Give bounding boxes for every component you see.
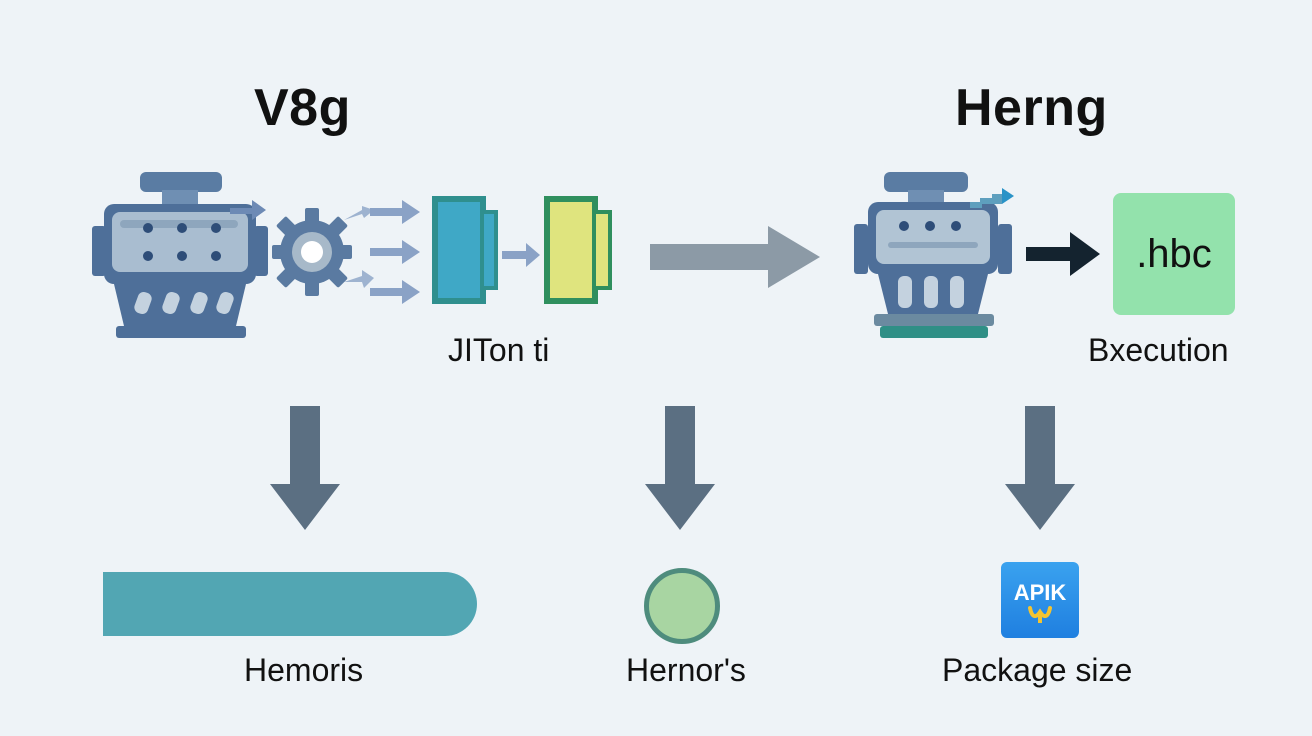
left-bottom-label: Hemoris xyxy=(244,652,364,688)
memory-bar xyxy=(103,572,477,636)
down-arrow-left-icon xyxy=(270,406,340,530)
flow-arrows-icon xyxy=(344,200,420,304)
compiled-code-icon xyxy=(432,196,498,304)
execution-label: Bxecution xyxy=(1088,332,1229,368)
v8-title: V8g xyxy=(254,79,351,137)
arrow-right-small-icon xyxy=(502,243,540,267)
down-arrow-middle-icon xyxy=(645,406,715,530)
hermes-title: Herng xyxy=(955,79,1108,137)
arrow-right-large-icon xyxy=(650,226,820,288)
engine-icon xyxy=(92,172,268,338)
gear-icon xyxy=(272,208,352,296)
jit-label: JITon ti xyxy=(448,332,550,368)
down-arrow-right-icon xyxy=(1005,406,1075,530)
apk-icon: APIK xyxy=(1001,562,1079,638)
hermes-engine-icon xyxy=(854,172,1014,338)
hbc-file-badge: .hbc xyxy=(1113,193,1235,315)
apk-badge-text: APIK xyxy=(1013,580,1067,605)
arrow-right-dark-icon xyxy=(1026,232,1100,276)
bytecode-icon xyxy=(544,196,612,304)
memory-circle xyxy=(644,568,720,644)
middle-bottom-label: Hernor's xyxy=(626,652,746,688)
package-size-label: Package size xyxy=(942,652,1133,688)
apk-mark-icon xyxy=(1028,606,1052,623)
